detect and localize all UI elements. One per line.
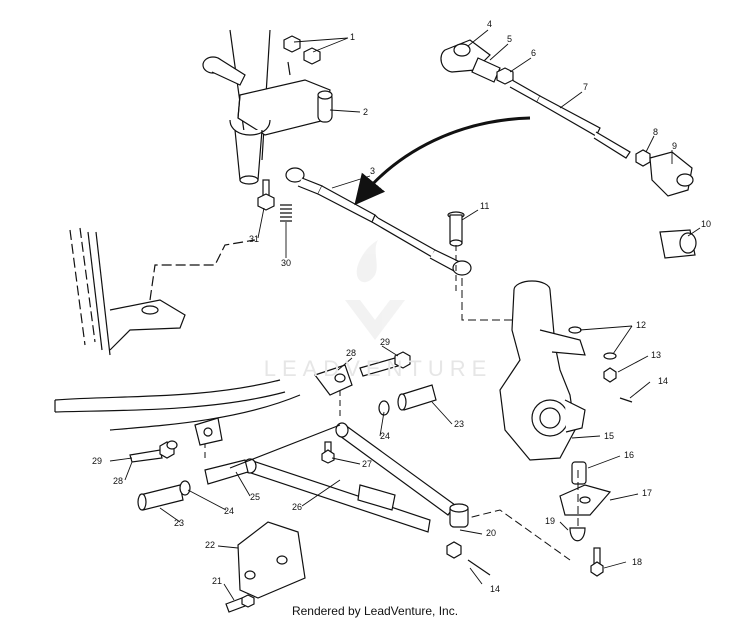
tie-rod [285,167,472,276]
callout-24: 24 [380,431,390,441]
skid-guard [225,521,306,613]
callout-10: 10 [701,219,711,229]
callout-26: 26 [292,502,302,512]
watermark-logo [345,240,405,340]
a-arm-hardware [446,541,491,576]
callout-8: 8 [653,127,658,137]
bushing [659,229,697,259]
callout-20: 20 [486,528,496,538]
callout-1: 1 [350,32,355,42]
callout-14: 14 [658,376,668,386]
watermark-text: LEADVENTURE [263,356,493,381]
callout-27: 27 [362,459,372,469]
callout-28: 28 [346,348,356,358]
callout-14-lower: 14 [490,584,500,594]
callout-labels: 1 2 3 4 5 6 7 8 9 10 11 12 13 14 15 16 1… [92,19,711,594]
pin [447,211,465,247]
callout-leaders [109,29,701,601]
callout-18: 18 [632,557,642,567]
callout-29: 29 [380,337,390,347]
callout-24-lower: 24 [224,506,234,516]
callout-2: 2 [363,107,368,117]
callout-6: 6 [531,48,536,58]
callout-3: 3 [370,166,375,176]
callout-30: 30 [281,258,291,268]
ball-joint [559,461,612,577]
callout-4: 4 [487,19,492,29]
callout-11: 11 [480,201,489,211]
callout-7: 7 [583,82,588,92]
render-credit: Rendered by LeadVenture, Inc. [291,604,459,618]
callout-23: 23 [454,419,464,429]
spindle-knuckle [499,280,586,461]
callout-17: 17 [642,488,652,498]
callout-13: 13 [651,350,661,360]
callout-9: 9 [672,141,677,151]
callout-15: 15 [604,431,614,441]
direction-arrow [354,116,531,206]
callout-29-left: 29 [92,456,102,466]
callout-31: 31 [249,234,259,244]
callout-28-left: 28 [113,476,123,486]
callout-16: 16 [624,450,634,460]
callout-19: 19 [545,516,555,526]
adjustable-tie-rod [440,39,694,197]
knuckle-hardware [568,326,633,403]
callout-22: 22 [205,540,215,550]
pivot-bushings [137,384,437,511]
assembly-line [459,509,571,561]
callout-5: 5 [507,34,512,44]
steering-post-assembly [202,29,333,222]
mount-brackets [129,351,411,463]
callout-25: 25 [250,492,260,502]
assembly-line [461,278,515,321]
chassis-frame [54,227,301,431]
callout-21: 21 [212,576,222,586]
callout-12: 12 [636,320,646,330]
a-arm [204,422,469,533]
grease-fitting [321,441,335,464]
callout-23-lower: 23 [174,518,184,528]
